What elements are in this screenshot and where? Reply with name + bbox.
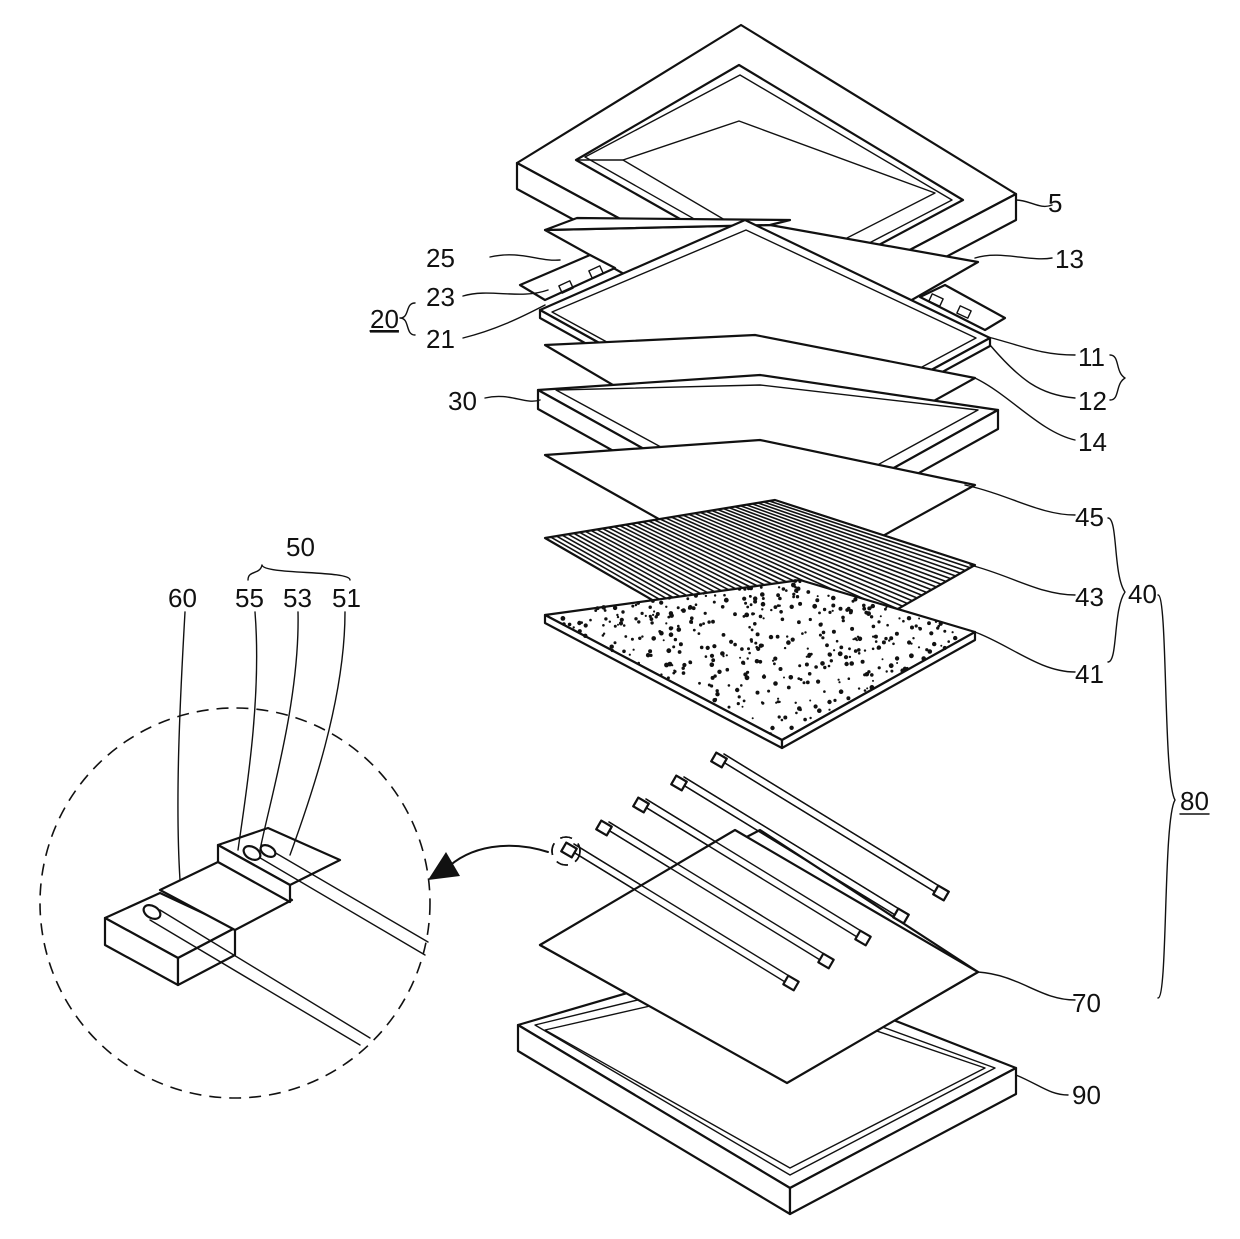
label-45: 45	[1075, 502, 1104, 532]
label-5: 5	[1048, 188, 1062, 218]
label-60: 60	[168, 583, 197, 613]
label-13: 13	[1055, 244, 1084, 274]
detail-magnified-view	[40, 708, 548, 1098]
label-51: 51	[332, 583, 361, 613]
label-25: 25	[426, 243, 455, 273]
label-55: 55	[235, 583, 264, 613]
arrow-head-icon	[428, 852, 460, 880]
label-70: 70	[1072, 988, 1101, 1018]
label-41: 41	[1075, 659, 1104, 689]
label-12: 12	[1078, 386, 1107, 416]
label-53: 53	[283, 583, 312, 613]
label-30: 30	[448, 386, 477, 416]
label-50: 50	[286, 532, 315, 562]
label-40: 40	[1128, 579, 1157, 609]
label-43: 43	[1075, 582, 1104, 612]
label-20: 20	[370, 304, 399, 334]
label-90: 90	[1072, 1080, 1101, 1110]
label-11: 11	[1078, 342, 1105, 372]
label-80: 80	[1180, 786, 1209, 816]
diffuser-plate-41	[545, 579, 975, 748]
label-23: 23	[426, 282, 455, 312]
label-21: 21	[426, 324, 455, 354]
label-14: 14	[1078, 427, 1107, 457]
